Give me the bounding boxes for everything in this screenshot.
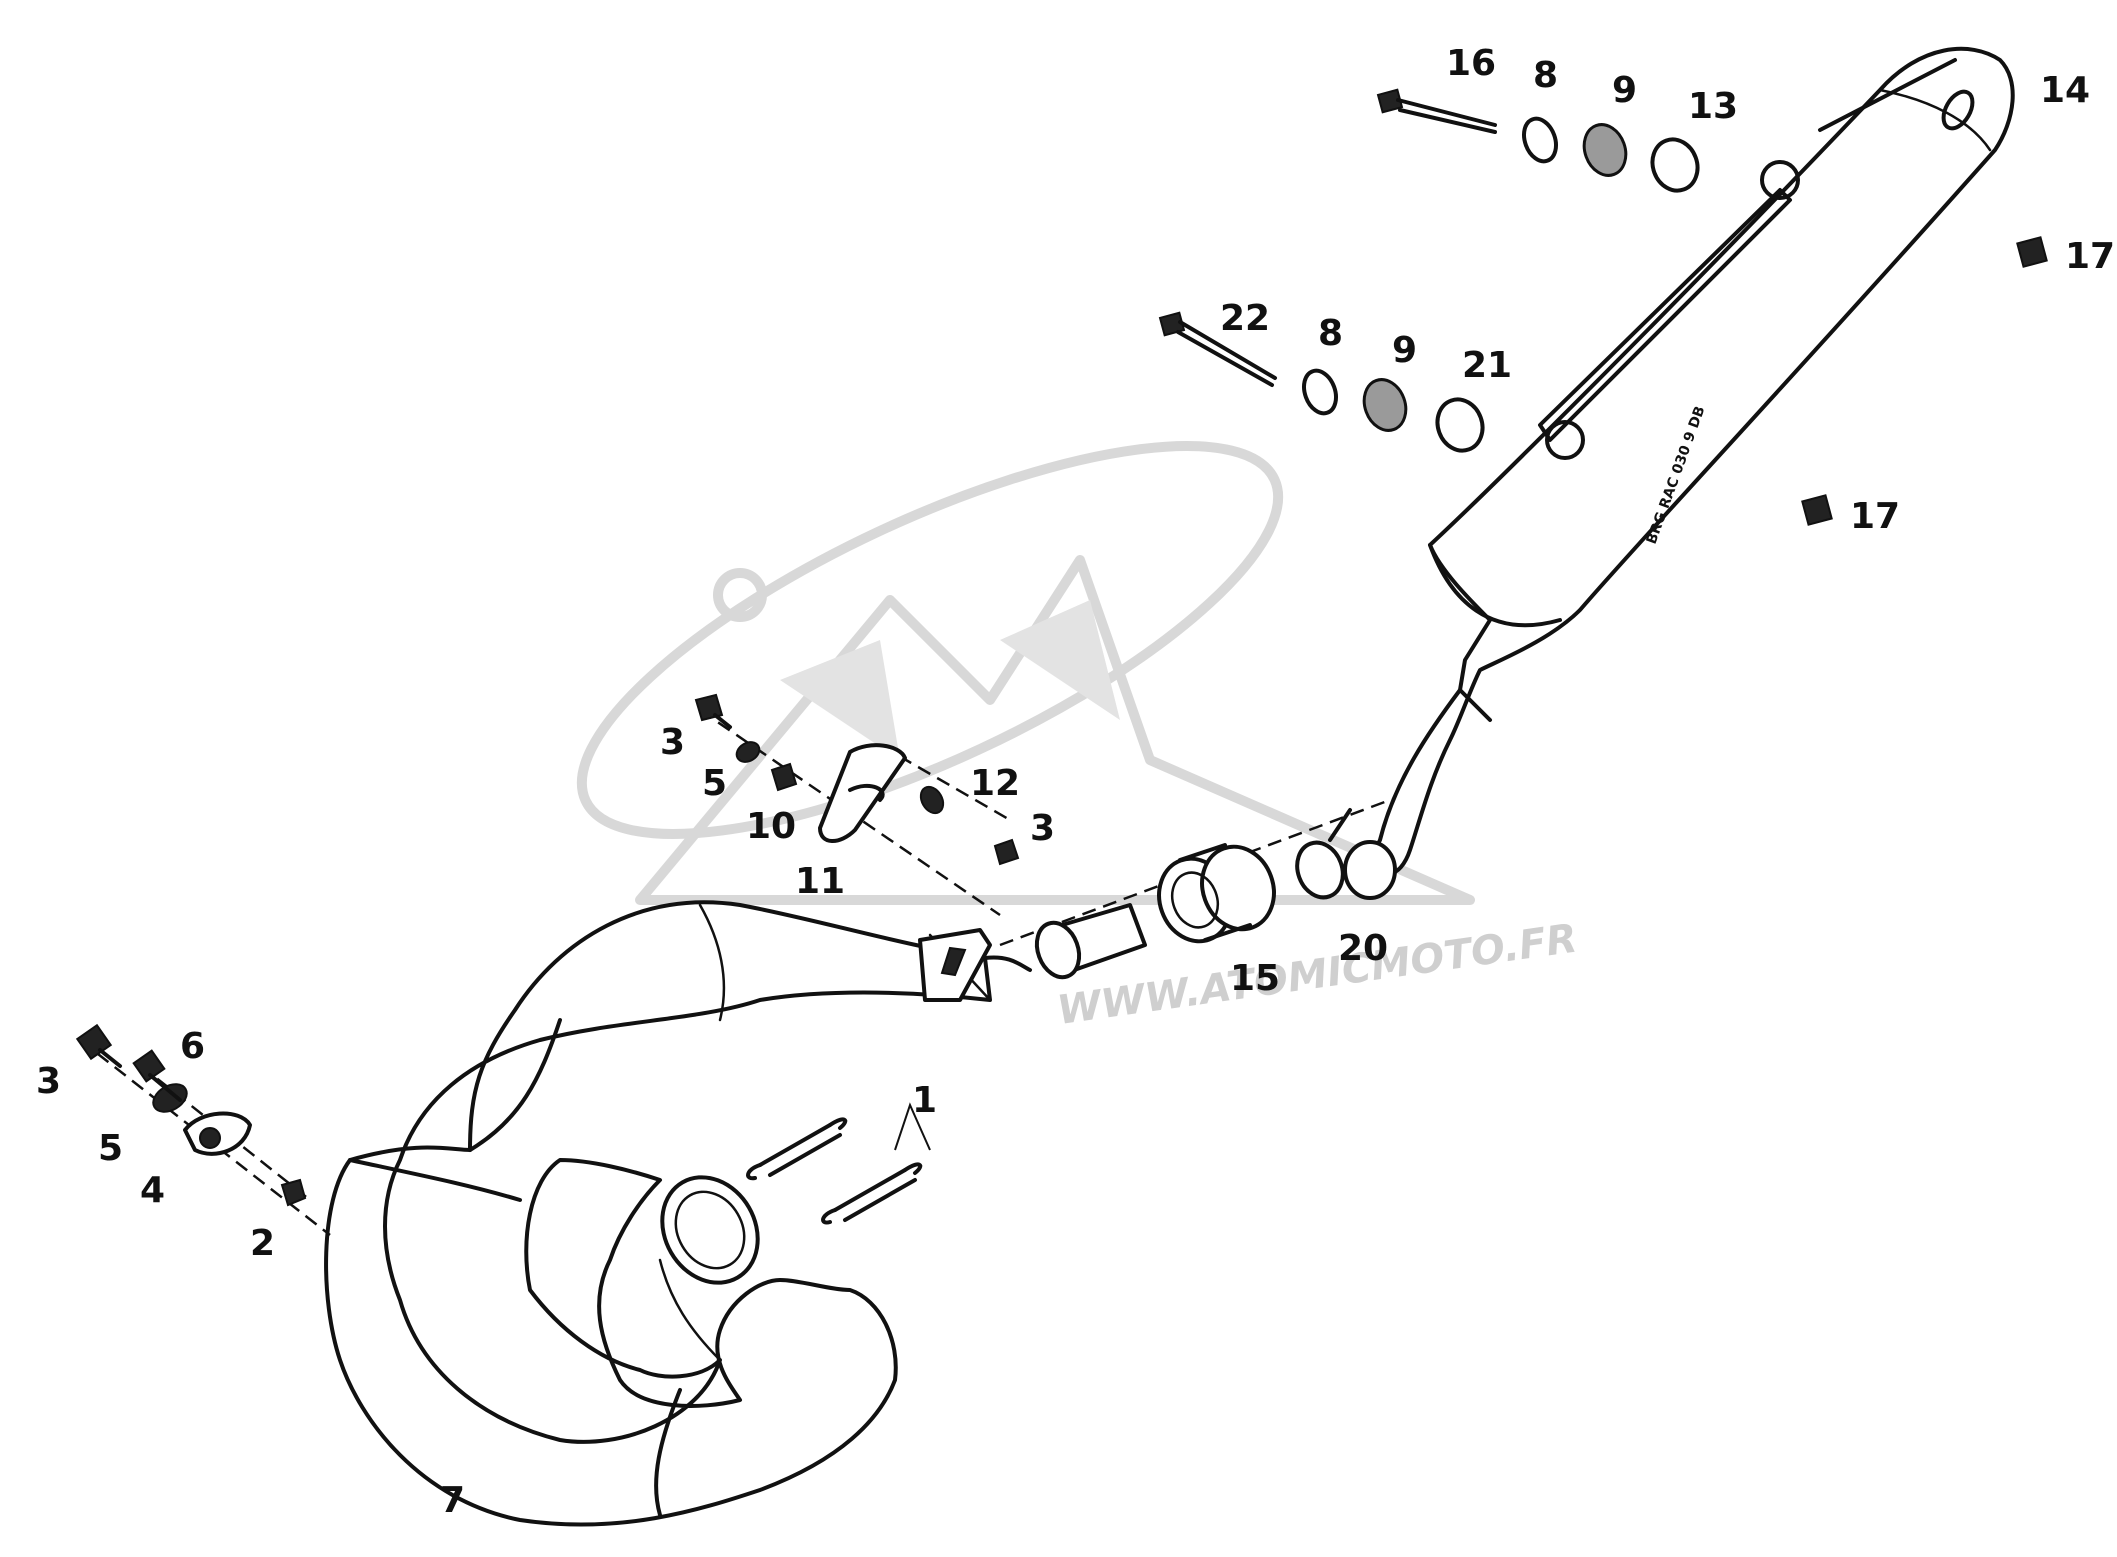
callout-9-lower: 9: [1392, 330, 1417, 371]
callout-10: 10: [746, 806, 796, 847]
callout-3-left: 3: [36, 1061, 61, 1102]
callout-21: 21: [1462, 345, 1512, 386]
callout-3-bracket-top: 3: [660, 722, 685, 763]
springs: [746, 1102, 931, 1225]
callout-11: 11: [795, 861, 845, 902]
callout-17-lower: 17: [1850, 496, 1900, 537]
callout-22: 22: [1220, 298, 1270, 339]
callout-6: 6: [180, 1026, 205, 1067]
callout-8-lower: 8: [1318, 313, 1343, 354]
callout-15: 15: [1230, 958, 1280, 999]
callout-7: 7: [440, 1480, 465, 1521]
callout-5-bracket: 5: [702, 763, 727, 804]
callout-12: 12: [970, 763, 1020, 804]
callout-2: 2: [250, 1223, 275, 1264]
callout-14: 14: [2040, 70, 2090, 111]
exhaust-flange-fasteners: [75, 1023, 331, 1236]
callout-8-top: 8: [1533, 55, 1558, 96]
callout-20: 20: [1338, 928, 1388, 969]
callout-5-left: 5: [98, 1128, 123, 1169]
spring-clip: [1295, 808, 1352, 900]
callout-17-upper: 17: [2065, 236, 2115, 277]
callout-9-top: 9: [1612, 70, 1637, 111]
bracket-fasteners: [694, 693, 1020, 917]
callout-3-bracket-right: 3: [1030, 808, 1055, 849]
coupling-sleeves: [999, 798, 1391, 980]
expansion-chamber: [324, 900, 1032, 1527]
callout-16: 16: [1446, 43, 1496, 84]
silencer-mounting-hardware: [1158, 88, 2048, 526]
callout-1: 1: [912, 1080, 937, 1121]
callout-13: 13: [1688, 86, 1738, 127]
callout-labels: 1 2 3 3 3 4 5 5 6 7 8 8 9 9 10 11 12 13 …: [36, 43, 2115, 1521]
callout-4: 4: [140, 1170, 165, 1211]
